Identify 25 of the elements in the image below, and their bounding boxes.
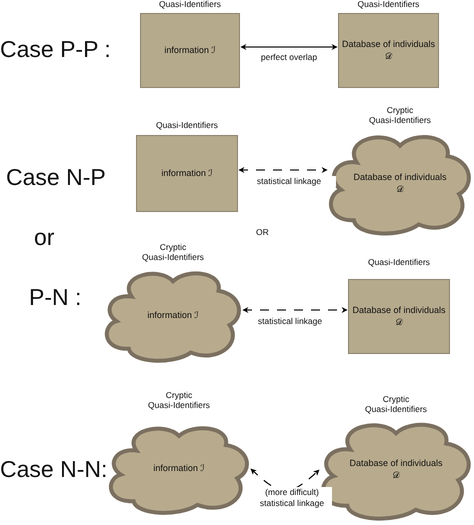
case-label: Case N-N: [0, 458, 108, 481]
connector-arrow [240, 44, 338, 50]
identifier-heading: Cryptic Quasi-Identifiers [148, 391, 210, 411]
connector-arrow [242, 307, 348, 313]
identifier-heading: Quasi-Identifiers [155, 121, 219, 131]
identifier-heading: Quasi-Identifiers [158, 0, 222, 10]
identifier-heading: Cryptic Quasi-Identifiers [142, 243, 204, 263]
node-label: information ℐ [152, 463, 206, 475]
node-label: Database of individuals 𝒟 [341, 38, 436, 62]
node-label: information ℐ [163, 44, 217, 56]
identifier-heading: Quasi-Identifiers [356, 0, 420, 10]
identifier-heading: Cryptic Quasi-Identifiers [365, 395, 427, 415]
case-label: Case P-P : [0, 38, 111, 61]
case-label: or [34, 226, 54, 249]
identifier-heading: Cryptic Quasi-Identifiers [369, 106, 431, 126]
node-label: Database of individuals 𝒟 [348, 458, 444, 482]
case-label: Case N-P [6, 166, 106, 189]
node-label: Database of individuals 𝒟 [352, 304, 446, 328]
case-label: OR [256, 228, 269, 236]
connector-arrow [238, 167, 328, 173]
identifier-heading: Quasi-Identifiers [367, 258, 431, 268]
node-label: Database of individuals 𝒟 [352, 172, 448, 196]
case-label: P-N : [29, 286, 82, 309]
node-label: information ℐ [146, 310, 200, 322]
node-label: information ℐ [160, 168, 214, 180]
